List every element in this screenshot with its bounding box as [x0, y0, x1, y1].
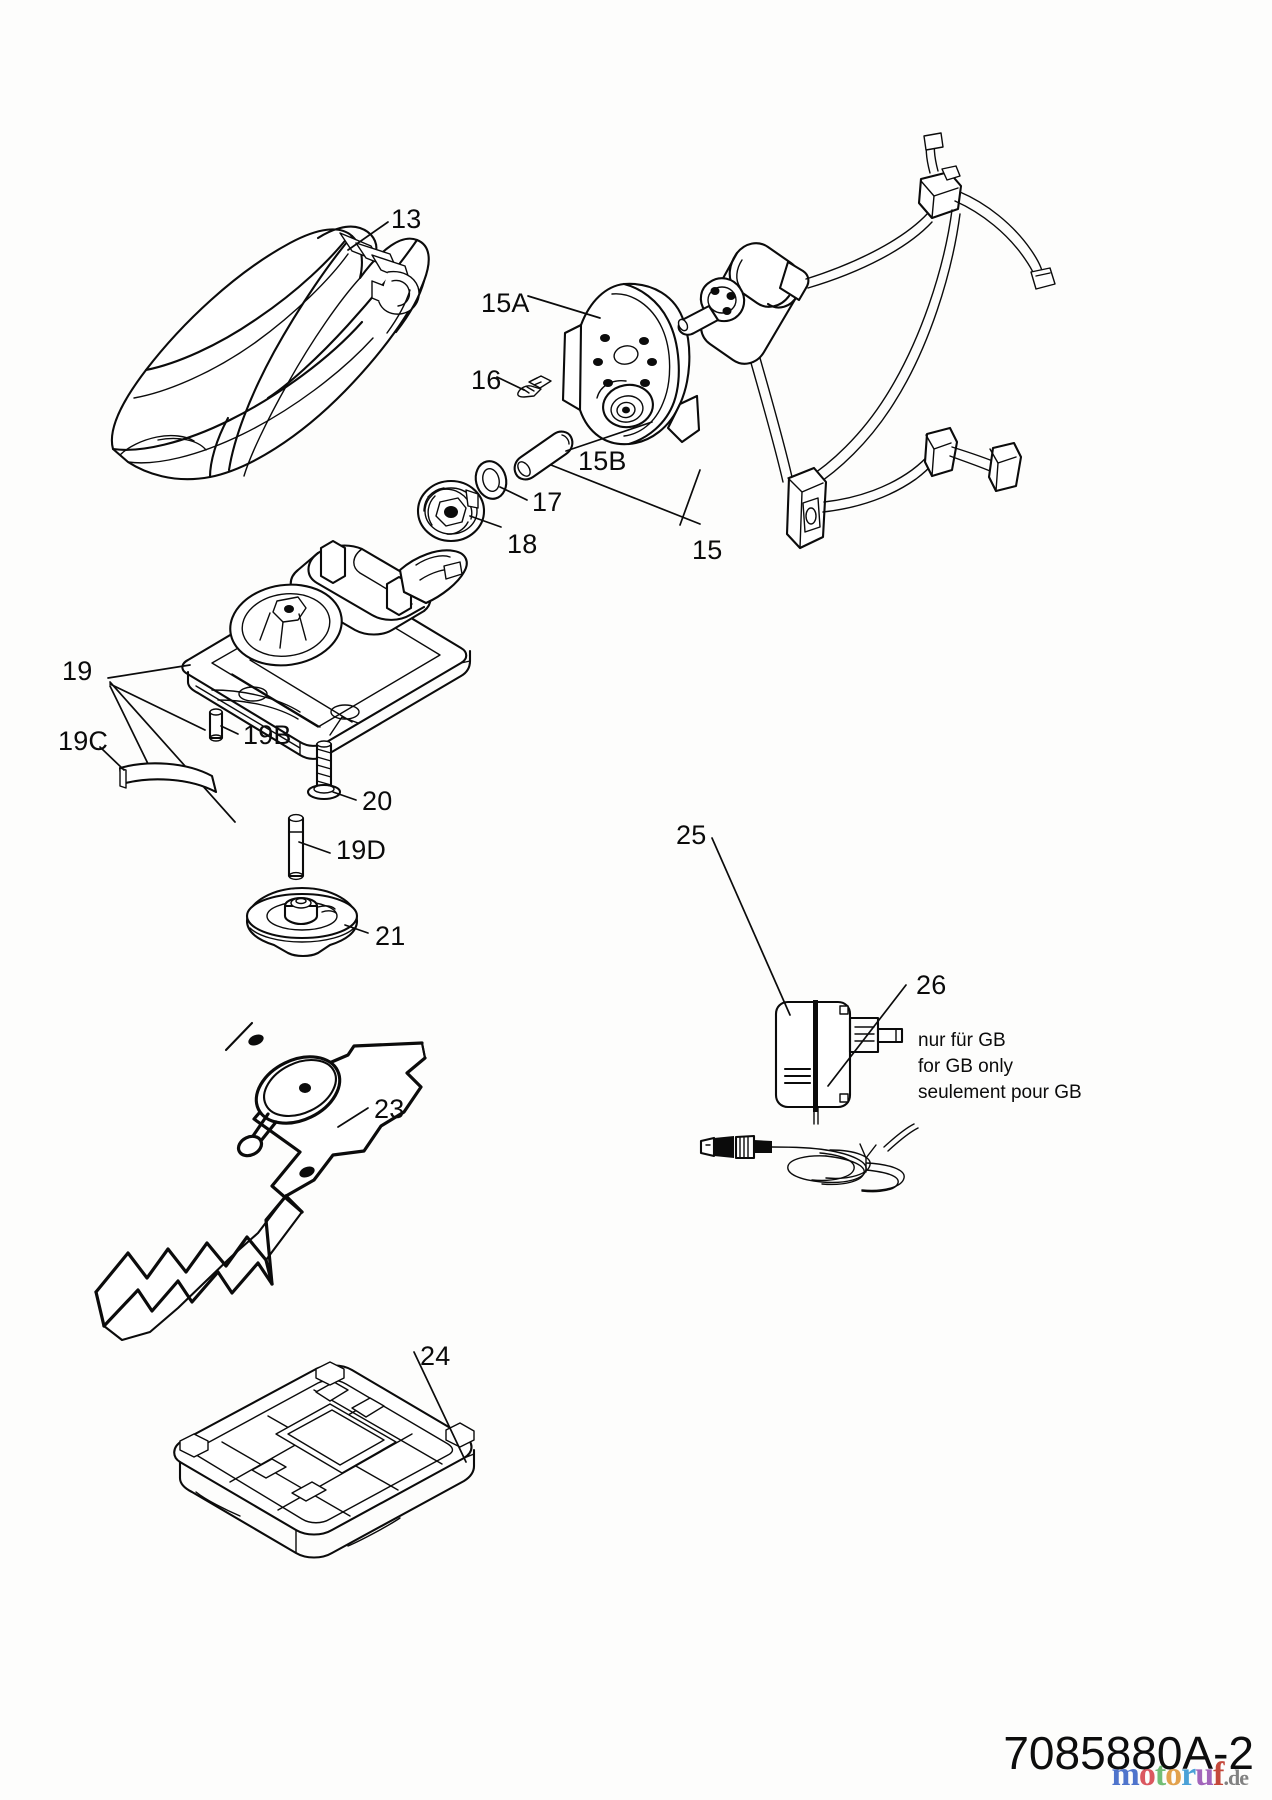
part-19-housing — [181, 539, 472, 760]
callout-15B: 15B — [578, 446, 627, 476]
callout-18: 18 — [507, 529, 538, 559]
callout-19: 19 — [62, 656, 93, 686]
part-23-shear-blade — [94, 1021, 427, 1342]
part-15-motor-harness — [677, 132, 1056, 550]
part-26-charger-cable — [699, 1123, 919, 1193]
callout-26: 26 — [916, 970, 947, 1000]
gb-only-note: nur für GB for GB only seulement pour GB — [918, 1028, 1082, 1106]
callout-15A: 15A — [481, 288, 530, 318]
callout-24: 24 — [420, 1341, 451, 1371]
part-18-bearing — [416, 479, 486, 543]
part-19D-shaft-pin — [287, 813, 305, 881]
callout-19B: 19B — [243, 720, 292, 750]
callout-21: 21 — [375, 921, 406, 951]
callout-20: 20 — [362, 786, 393, 816]
gb-note-line-en: for GB only — [918, 1056, 1014, 1077]
callout-25: 25 — [676, 820, 707, 850]
part-24-base-plate — [173, 1361, 476, 1559]
callout-16: 16 — [471, 365, 502, 395]
gb-note-line-de: nur für GB — [918, 1030, 1006, 1051]
callout-19D: 19D — [336, 835, 387, 865]
callout-13: 13 — [391, 204, 422, 234]
callout-15: 15 — [692, 535, 723, 565]
part-15B-pin — [513, 430, 574, 481]
part-21-cam-disc — [245, 886, 359, 958]
callout-19C: 19C — [58, 726, 109, 756]
callout-17: 17 — [532, 487, 563, 517]
part-17-washer — [474, 460, 508, 500]
part-25-charger — [774, 1000, 904, 1125]
gb-note-line-fr: seulement pour GB — [918, 1082, 1082, 1103]
site-watermark: motoruf.de — [1111, 1756, 1250, 1793]
diagram-part-number: 7085880A-2 — [1003, 1727, 1254, 1779]
callout-23: 23 — [374, 1094, 405, 1124]
part-15A-gearbox-housing — [561, 282, 701, 446]
part-19C-clip — [118, 762, 218, 794]
part-20-screw — [306, 740, 342, 801]
part-19B-bushing — [208, 708, 224, 742]
part-16-screw — [517, 375, 552, 398]
part-13-cover — [110, 225, 430, 481]
